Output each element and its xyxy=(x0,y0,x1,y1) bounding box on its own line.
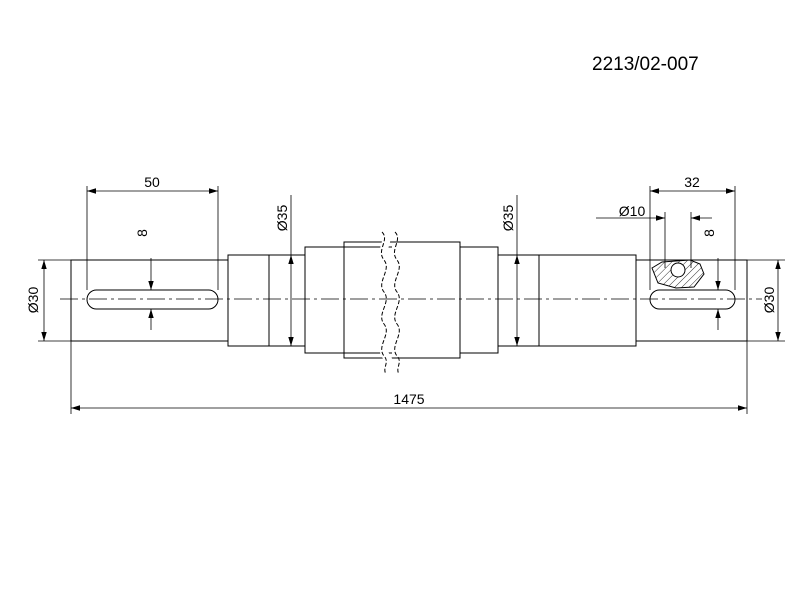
center-body-right xyxy=(460,246,499,354)
dim-label-left-journal-dia: Ø35 xyxy=(274,205,290,232)
dim-label-50: 50 xyxy=(144,174,160,190)
break-line-left xyxy=(380,231,387,375)
left-end-section xyxy=(70,259,229,342)
hole-circle xyxy=(670,262,686,278)
hole-section xyxy=(651,259,705,289)
dim-label-hole-dia: Ø10 xyxy=(619,203,646,219)
right-shoulder xyxy=(538,254,637,347)
right-keyway xyxy=(649,289,736,310)
center-collar-right xyxy=(392,241,461,359)
right-journal xyxy=(497,254,540,347)
dim-label-left-keyway-width: 8 xyxy=(134,229,150,237)
left-journal xyxy=(268,254,306,347)
right-end-section xyxy=(635,259,748,342)
left-keyway xyxy=(86,289,219,310)
dim-label-right-journal-dia: Ø35 xyxy=(500,205,516,232)
dim-label-32: 32 xyxy=(684,174,700,190)
dim-label-left-end-dia: Ø30 xyxy=(25,287,41,314)
dim-label-right-end-dia: Ø30 xyxy=(761,287,777,314)
shaft-outline xyxy=(70,241,748,359)
center-collar-left xyxy=(343,241,392,359)
break-lines xyxy=(379,229,400,377)
dimension-labels: 50 32 1475 Ø10 Ø30 Ø30 Ø35 Ø35 8 8 xyxy=(25,174,777,407)
break-gap xyxy=(379,229,393,377)
center-body-left xyxy=(304,246,392,354)
break-line-right xyxy=(393,231,400,375)
dim-label-right-keyway-width: 8 xyxy=(701,229,717,237)
extension-lines xyxy=(38,186,785,414)
dimension-lines xyxy=(41,188,781,411)
dim-label-1475: 1475 xyxy=(393,391,424,407)
left-shoulder xyxy=(227,254,270,347)
keyways xyxy=(86,289,736,310)
part-number: 2213/02-007 xyxy=(592,54,699,75)
